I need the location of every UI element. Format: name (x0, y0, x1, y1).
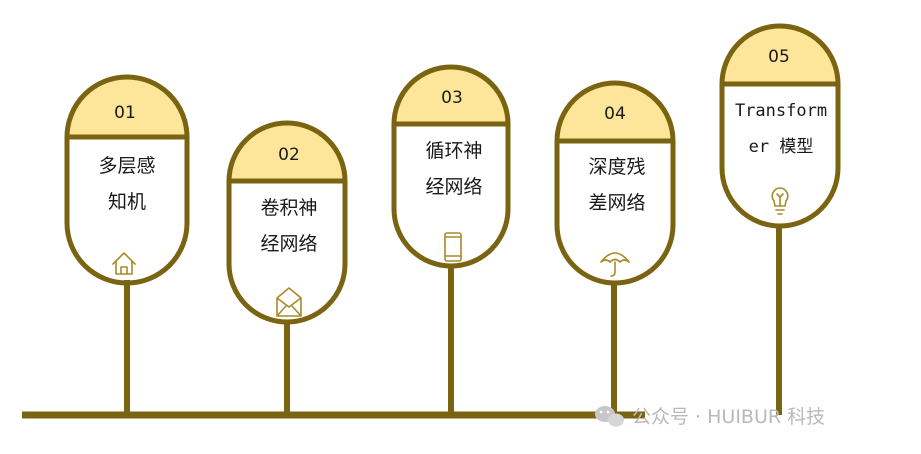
milestone-05: 05 Transform er 模型 (719, 23, 841, 415)
watermark: 公众号 · HUIBUR 科技 (595, 406, 825, 428)
milestone-01: 01 多层感 知机 (64, 74, 190, 415)
lightbulb-icon (771, 187, 789, 215)
milestone-02: 02 卷积神 经网络 (226, 120, 348, 415)
milestone-label-line2: 差网络 (588, 192, 645, 214)
milestone-pill (226, 120, 348, 325)
milestone-label-line1: 卷积神 (260, 197, 317, 219)
milestone-label-line2: 知机 (108, 191, 146, 213)
milestone-header (394, 67, 508, 124)
milestone-04: 04 深度残 差网络 (554, 80, 676, 415)
milestone-number: 01 (114, 103, 136, 123)
milestone-header (722, 26, 838, 84)
milestone-label-line1: 深度残 (588, 156, 645, 178)
watermark-text: 公众号 · HUIBUR 科技 (632, 406, 825, 428)
milestone-header (229, 123, 345, 181)
milestone-label-line2: 经网络 (425, 176, 482, 198)
milestone-label-line1: 循环神 (425, 140, 482, 162)
milestone-pill (64, 74, 190, 286)
house-icon (112, 252, 136, 275)
milestone-pill (391, 64, 511, 269)
milestone-label-line2: 经网络 (260, 233, 317, 255)
wechat-icon (595, 406, 624, 427)
phone-icon (444, 232, 462, 262)
milestone-number: 03 (441, 88, 463, 108)
milestone-03: 03 循环神 经网络 (391, 64, 511, 415)
envelope-icon (276, 287, 302, 317)
milestone-number: 02 (278, 145, 300, 165)
milestone-pill (554, 80, 676, 286)
milestone-number: 05 (768, 47, 790, 67)
milestone-header (67, 77, 187, 137)
umbrella-icon (600, 252, 630, 277)
milestone-label-line1: Transform (735, 101, 827, 121)
milestone-number: 04 (604, 104, 626, 124)
milestone-header (557, 83, 673, 141)
milestone-pill (719, 23, 841, 229)
milestone-label-line1: 多层感 (98, 155, 155, 177)
milestone-label-line2: er 模型 (749, 137, 814, 157)
